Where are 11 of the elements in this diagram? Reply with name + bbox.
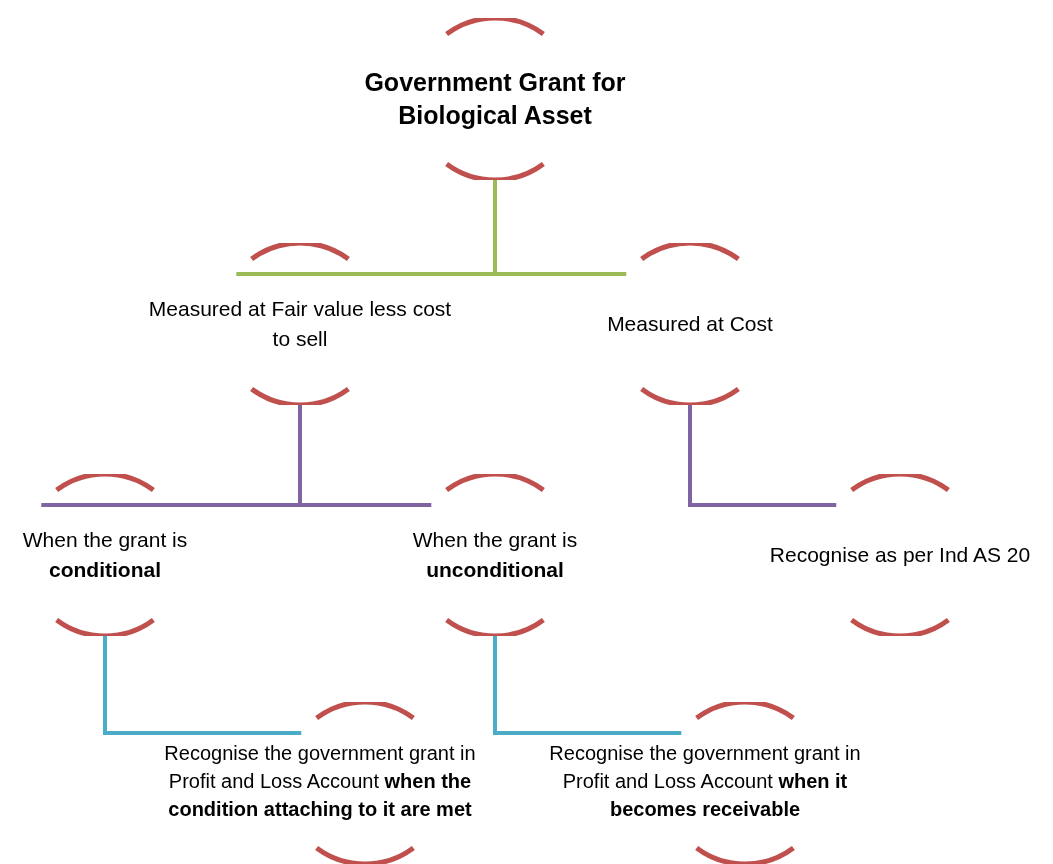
node-label: Recognise the government grant in Profit and Loss Account when it becomes receivable (548, 741, 862, 822)
connector (103, 636, 302, 735)
connector (688, 405, 837, 507)
connector (493, 636, 682, 735)
node-label: Recognise the government grant in Profit and Loss Account when the condition attaching to it are met (163, 741, 477, 822)
node-label: When the grant is unconditional (411, 527, 579, 583)
node-label: Government Grant for Biological Asset (363, 67, 627, 131)
node-label: Measured at Fair value less cost to sell (147, 296, 453, 352)
node-label: Measured at Cost (607, 311, 773, 337)
node-label: When the grant is conditional (21, 527, 189, 583)
node-label: Recognise as per Ind AS 20 (769, 542, 1031, 568)
